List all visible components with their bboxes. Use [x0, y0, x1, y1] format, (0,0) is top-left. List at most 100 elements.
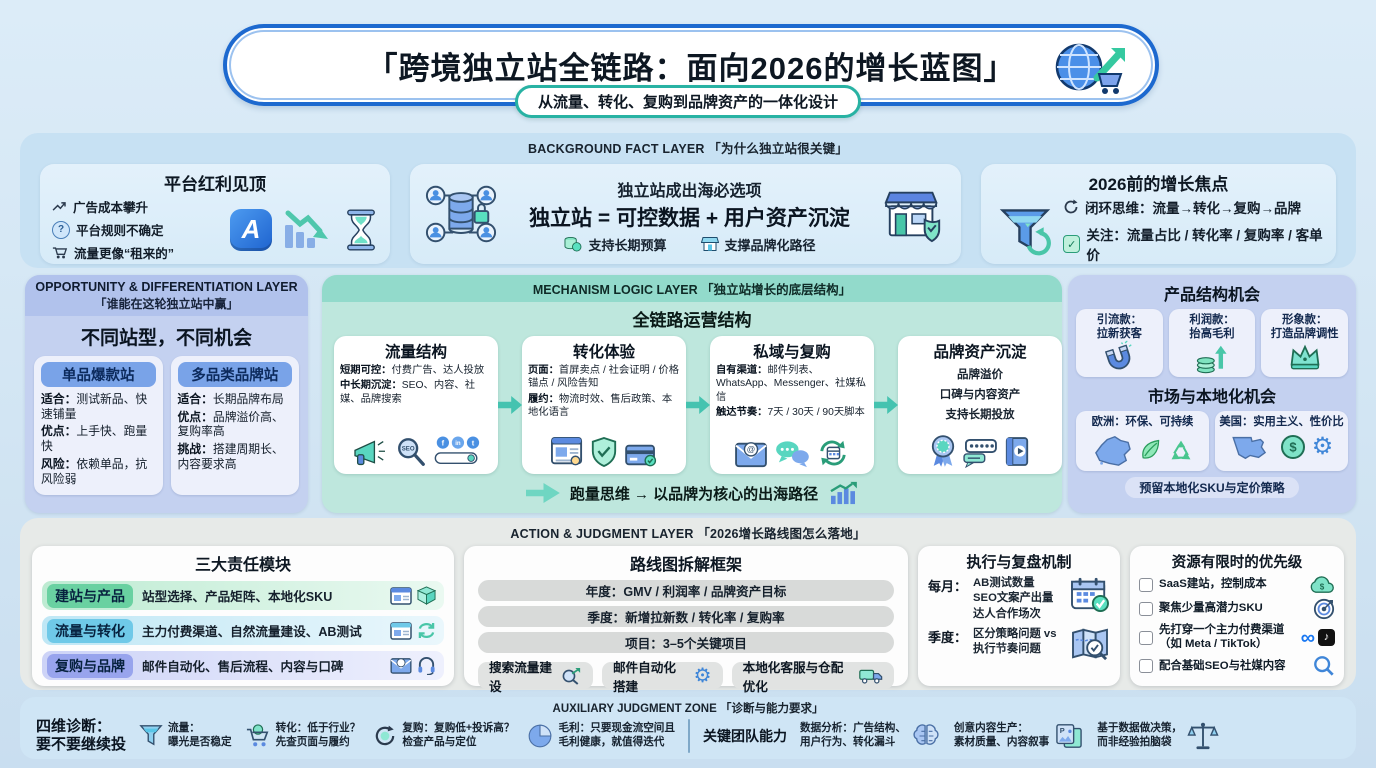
diag-line1: 流量： — [168, 722, 200, 735]
roadmap-bar-projects: 项目：3–5个关键项目 — [478, 632, 894, 653]
checkbox[interactable] — [1139, 630, 1153, 645]
trend-up-icon — [52, 202, 66, 211]
bullet-text: 支持长期预算 — [588, 237, 667, 253]
prod-text: 打造品牌调性 — [1270, 328, 1339, 341]
europe-market-card: 欧洲：环保、可持续 — [1076, 411, 1209, 472]
p-glyph: P — [1060, 726, 1065, 735]
opportunity-header-cn: 「谁能在这轮独立站中赢」 — [94, 297, 239, 311]
browser-icon — [390, 586, 412, 605]
bullet-budget: 支持长期预算 — [563, 235, 667, 254]
mechanism-footer-text: 跑量思维 → 以品牌为核心的出海路径 — [569, 485, 819, 503]
flow-line-label: 履约： — [528, 393, 559, 405]
review-lines: 区分策略问题 vs 执行节奏问题 — [973, 627, 1057, 658]
module-tag: 流量与转化 — [47, 618, 133, 643]
flow-arrow-icon — [874, 396, 898, 414]
flow-line: 中长期沉淀：SEO、内容、社媒、品牌搜索 — [340, 379, 492, 406]
leaf-icon — [1141, 440, 1159, 459]
flow-card-title: 品牌资产沉淀 — [933, 344, 1027, 361]
usa-market-card: 美国：实用主义、性价比 $ ⚙ — [1215, 411, 1348, 472]
background-layer-header: BACKGROUND FACT LAYER 「为什么独立站很关键」 — [527, 142, 849, 156]
diag-repurchase: 复购：复购低+投诉高？检查产品与定位 — [373, 722, 514, 750]
conversion-icons — [528, 436, 680, 470]
capability-text: 创意内容生产：素材质量、内容叙事 — [954, 722, 1049, 750]
opportunity-title: 不同站型，不同机会 — [80, 328, 252, 349]
musthave-formula: 独立站 = 可控数据 + 用户资产沉淀 — [529, 206, 850, 230]
profit-coins-icon — [1196, 345, 1227, 374]
pie-chart-icon — [529, 724, 552, 748]
cart-coin-icon — [246, 724, 269, 747]
module-icons — [390, 656, 436, 675]
medal-icon — [931, 435, 955, 467]
brand-line: 品牌溢价 — [957, 369, 1003, 381]
funnel-flow: 流量结构 短期可控：付费广告、达人投放 中长期沉淀：SEO、内容、社媒、品牌搜索… — [322, 336, 1062, 474]
tiktok-icon: ♪ — [1318, 629, 1335, 647]
checkbox[interactable] — [1139, 602, 1153, 616]
mkt-text: 实用主义、性价比 — [1253, 416, 1344, 429]
chat-bubbles-icon — [776, 441, 809, 468]
flow-line: 页面：首屏卖点 / 社会证明 / 价格锚点 / 风险告知 — [528, 364, 680, 391]
flow-card-title: 转化体验 — [572, 344, 635, 361]
flow-card-title: 流量结构 — [384, 344, 447, 361]
diagnosis-title-line2: 要不要继续投 — [36, 736, 127, 753]
site-line-text: 上手快、跑量快 — [41, 424, 148, 454]
megaphone-icon — [354, 440, 385, 466]
search-growth-icon — [562, 667, 581, 685]
mkt-label-b: 欧洲： — [1091, 416, 1126, 429]
site-line-label: 适合： — [177, 392, 213, 406]
private-domain-card: 私域与复购 自有渠道：邮件列表、WhatsApp、Messenger、社媒私信 … — [710, 336, 874, 474]
module-row-traffic-conversion: 流量与转化 主力付费渠道、自然流量建设、AB测试 — [42, 616, 444, 645]
conversion-experience-card: 转化体验 页面：首屏卖点 / 社会证明 / 价格锚点 / 风险告知 履约：物流时… — [522, 336, 686, 474]
capability-creative: 创意内容生产：素材质量、内容叙事 P — [954, 722, 1084, 750]
diag-text: 复购：复购低+投诉高？检查产品与定位 — [402, 722, 514, 750]
priority-title: 资源有限时的优先级 — [1171, 555, 1303, 571]
flow-line: 自有渠道：邮件列表、WhatsApp、Messenger、社媒私信 — [716, 364, 868, 404]
site-type-cards: 单品爆款站 适合：测试新品、快速铺量 优点：上手快、跑量快 风险：依赖单品，抗风… — [25, 356, 308, 496]
email-automation-button[interactable]: 邮件自动化搭建 ⚙ — [601, 661, 723, 694]
localization-fulfillment-button[interactable]: 本地化客服与仓配优化 — [731, 661, 894, 694]
media-files-icon: P — [1056, 724, 1083, 748]
storefront-shield-icon — [884, 191, 941, 243]
shift-arrow-icon — [525, 483, 560, 503]
flow-line: 短期可控：付费广告、达人投放 — [340, 364, 492, 377]
roadmap-bar-annual: 年度：GMV / 利润率 / 品牌资产目标 — [478, 580, 894, 601]
roadmap-buttons: 搜索流量建设 邮件自动化搭建 ⚙ 本地化客服与仓配优化 — [478, 661, 894, 694]
bullet-text: 关注：流量占比 / 转化率 / 复购率 / 客单价 — [1086, 228, 1323, 263]
checkbox-check-icon: ✓ — [1063, 235, 1081, 253]
priority-item-seo: 配合基础SEO与社媒内容 — [1139, 655, 1335, 677]
review-line: 达人合作场次 — [973, 607, 1041, 620]
search-traffic-button[interactable]: 搜索流量建设 — [478, 661, 593, 694]
diag-traffic: 流量：曝光是否稳定 — [139, 722, 232, 750]
social-f: f — [442, 438, 445, 447]
checkbox[interactable] — [1139, 659, 1153, 674]
musthave-title: 独立站成出海必选项 — [617, 182, 762, 200]
checkbox[interactable] — [1139, 578, 1153, 592]
europe-map-icon — [1094, 436, 1131, 467]
module-text: 站型选择、产品矩阵、本地化SKU — [142, 590, 333, 604]
priority-text: 先打穿一个主力付费渠道（如 Meta / TikTok） — [1159, 624, 1284, 651]
recycle-icon — [1171, 440, 1190, 460]
platform-bullets: 广告成本攀升 ? 平台规则不确定 流量更像“租来的” — [52, 197, 174, 262]
question-circle-icon: ? — [52, 220, 70, 239]
bullet-loop: 闭环思维：流量→转化→复购→品牌 — [1063, 197, 1326, 217]
site-line-text: 品牌溢价高、复购率高 — [177, 409, 284, 439]
platform-card-title: 平台红利见顶 — [164, 175, 266, 194]
diag-line1: 转化：低于行业？ — [275, 722, 361, 735]
growth-focus-card: 2026前的增长焦点 闭环思维：流量→转化→复购→品牌 — [981, 164, 1336, 264]
flow-line-text: 首屏卖点 / 社会证明 / 价格锚点 / 风险告知 — [528, 365, 680, 390]
flow-line-label: 自有渠道： — [716, 365, 768, 376]
team-capability-title: 关键团队能力 — [702, 728, 787, 744]
traffic-structure-card: 流量结构 短期可控：付费广告、达人投放 中长期沉淀：SEO、内容、社媒、品牌搜索… — [334, 336, 498, 474]
diag-margin: 毛利：只要现金流空间且毛利健康，就值得迭代 — [527, 722, 675, 750]
capability-decisions: 基于数据做决策，而非经验拍脑袋 — [1097, 721, 1219, 751]
dollar-coin-icon: $ — [1280, 435, 1305, 460]
prod-text: 抬高毛利 — [1189, 328, 1235, 341]
diag-conversion: 转化：低于行业？先查页面与履约 — [245, 722, 361, 750]
brand-icons — [904, 434, 1056, 470]
musthave-body: 独立站成出海必选项 独立站 = 可控数据 + 用户资产沉淀 支持长期预算 支撑品… — [410, 164, 961, 264]
site-card-name: 多品类品牌站 — [177, 362, 292, 387]
modules-title: 三大责任模块 — [194, 557, 291, 574]
diag-text: 转化：低于行业？先查页面与履约 — [276, 722, 361, 750]
brain-icon — [913, 724, 939, 745]
site-line-label: 挑战： — [177, 442, 213, 457]
bullet-rented-traffic: 流量更像“租来的” — [52, 243, 174, 262]
